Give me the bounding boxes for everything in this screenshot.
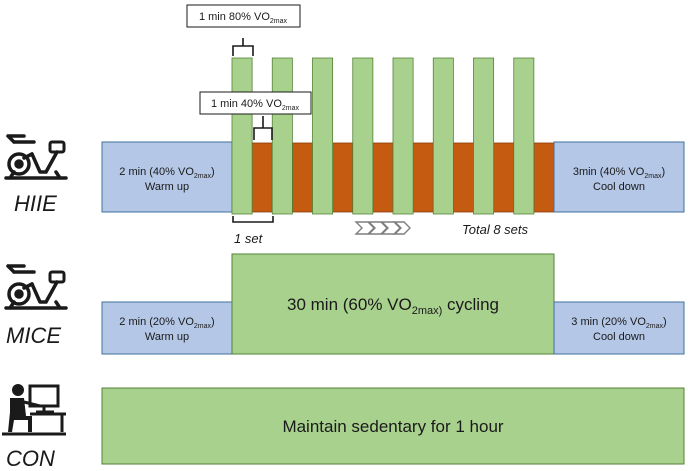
hiie-cooldown-block: 3min (40% VO2max) Cool down — [553, 141, 685, 213]
hiie-cooldown-line1-end: ) — [661, 166, 665, 178]
hiie-interval-bars — [231, 57, 555, 215]
mice-cooldown-sub: 2max — [646, 323, 664, 330]
low-intensity-bar-3 — [332, 142, 354, 213]
low-intensity-bar-2 — [291, 142, 313, 213]
high-intensity-bar-6 — [432, 57, 454, 215]
low-intensity-bar-1 — [251, 142, 273, 213]
high-intensity-bar-7 — [473, 57, 495, 215]
mice-main-text-end: cycling — [442, 295, 499, 314]
mice-main-block: 30 min (60% VO2max) cycling — [231, 253, 555, 355]
low-intensity-bar-5 — [412, 142, 434, 213]
svg-text:30 min (60% VO2max) cycling: 30 min (60% VO2max) cycling — [287, 295, 499, 317]
callout-low-bracket — [253, 116, 273, 140]
mice-main-text: 30 min (60% VO — [287, 295, 412, 314]
callout-low-sub: 2max — [282, 105, 300, 112]
con-main-text: Maintain sedentary for 1 hour — [282, 417, 503, 436]
high-intensity-bar-3 — [312, 57, 334, 215]
callout-low-intensity: 1 min 40% VO2max — [199, 91, 312, 140]
hiie-cooldown-line1: 3min (40% VO — [573, 166, 645, 178]
mice-warmup-block: 2 min (20% VO2max) Warm up — [101, 301, 233, 355]
mice-cooldown-line1-end: ) — [663, 316, 667, 328]
mice-warmup-line1: 2 min (20% VO — [119, 316, 194, 328]
high-intensity-bar-5 — [392, 57, 414, 215]
hiie-warmup-sub: 2max — [194, 173, 212, 180]
callout-low-text: 1 min 40% VO — [211, 98, 282, 110]
hiie-cooldown-sub: 2max — [644, 173, 662, 180]
callout-high-intensity: 1 min 80% VO2max — [186, 4, 301, 56]
hiie-icon-group: HIIE — [4, 134, 68, 216]
total-sets-label: Total 8 sets — [462, 222, 529, 237]
high-intensity-bar-8 — [513, 57, 535, 215]
hiie-label: HIIE — [14, 191, 57, 216]
svg-text:3 min (20% VO2max): 3 min (20% VO2max) — [571, 316, 666, 330]
mice-warmup-line2: Warm up — [145, 331, 189, 343]
con-label: CON — [6, 446, 55, 471]
callout-high-sub: 2max — [270, 18, 288, 25]
hiie-warmup-line2: Warm up — [145, 181, 189, 193]
svg-text:1 min 40% VO2max: 1 min 40% VO2max — [211, 98, 300, 112]
hiie-cooldown-line2: Cool down — [593, 181, 645, 193]
low-intensity-bar-4 — [372, 142, 394, 213]
mice-cooldown-line1: 3 min (20% VO — [571, 316, 646, 328]
high-intensity-bar-1 — [231, 57, 253, 215]
mice-cooldown-line2: Cool down — [593, 331, 645, 343]
mice-warmup-sub: 2max — [194, 323, 212, 330]
con-icon-group: CON — [2, 384, 66, 471]
svg-text:2 min (20% VO2max): 2 min (20% VO2max) — [119, 316, 214, 330]
con-main-block: Maintain sedentary for 1 hour — [101, 387, 685, 465]
low-intensity-bar-6 — [452, 142, 474, 213]
mice-main-sub: 2max) — [412, 305, 443, 317]
hiie-warmup-block: 2 min (40% VO2max) Warm up — [101, 141, 233, 213]
mice-warmup-line1-end: ) — [211, 316, 215, 328]
mice-label: MICE — [6, 323, 61, 348]
svg-text:3min (40% VO2max): 3min (40% VO2max) — [573, 166, 665, 180]
low-intensity-bar-8 — [533, 142, 555, 213]
callout-high-text: 1 min 80% VO — [199, 11, 270, 23]
mice-icon-group: MICE — [4, 264, 68, 348]
hiie-warmup-line1-end: ) — [211, 166, 215, 178]
hiie-warmup-line1: 2 min (40% VO — [119, 166, 194, 178]
low-intensity-bar-7 — [493, 142, 515, 213]
svg-text:2 min (40% VO2max): 2 min (40% VO2max) — [119, 166, 214, 180]
high-intensity-bar-4 — [352, 57, 374, 215]
mice-cooldown-block: 3 min (20% VO2max) Cool down — [553, 301, 685, 355]
callout-high-bracket — [232, 38, 254, 56]
high-intensity-bar-2 — [271, 57, 293, 215]
chevron-arrows-icon — [354, 221, 411, 235]
one-set-label: 1 set — [234, 231, 264, 246]
person-at-desk-icon — [2, 384, 66, 436]
stationary-bike-icon — [4, 134, 68, 180]
svg-text:1 min 80% VO2max: 1 min 80% VO2max — [199, 11, 288, 25]
stationary-bike-icon — [4, 264, 68, 310]
one-set-marker: 1 set — [232, 216, 274, 246]
